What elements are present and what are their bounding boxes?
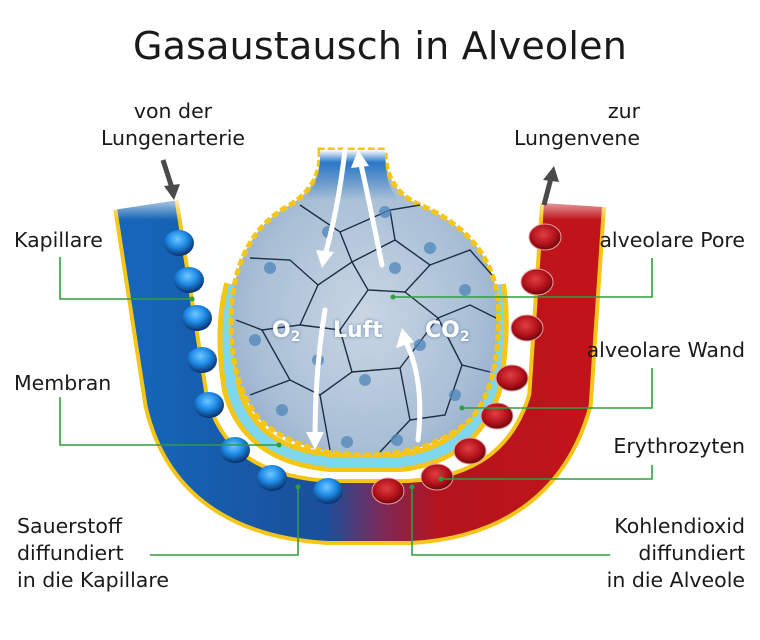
red-erythrocytes — [371, 223, 562, 505]
label-capillary: Kapillare — [14, 228, 103, 252]
blue-erythrocytes — [164, 230, 343, 504]
capillary-vessel — [117, 200, 602, 541]
label-alveolar-pore: alveolare Pore — [599, 228, 745, 252]
co2-label: CO2 — [425, 318, 470, 345]
page-title: Gasaustausch in Alveolen — [132, 24, 628, 68]
flow-arrow-in-icon — [160, 159, 180, 200]
o2-label: O2 — [272, 318, 301, 345]
leader-lines — [59, 257, 653, 556]
label-membrane: Membran — [14, 371, 112, 395]
air-label: Luft — [333, 318, 383, 343]
alveolus-neck — [300, 150, 400, 200]
alveolus — [228, 147, 501, 458]
fade-right — [530, 190, 620, 220]
flow-arrow-out-icon — [541, 166, 559, 206]
label-erythrocytes: Erythrozyten — [613, 434, 745, 458]
alveolar-cells — [235, 204, 497, 453]
fade-left — [100, 190, 190, 220]
cell-nuclei — [249, 206, 471, 448]
arrow-heads — [306, 150, 414, 450]
label-alveolar-wall: alveolare Wand — [586, 338, 745, 362]
leader-dots — [189, 294, 465, 490]
airflow-arrows — [312, 147, 423, 443]
